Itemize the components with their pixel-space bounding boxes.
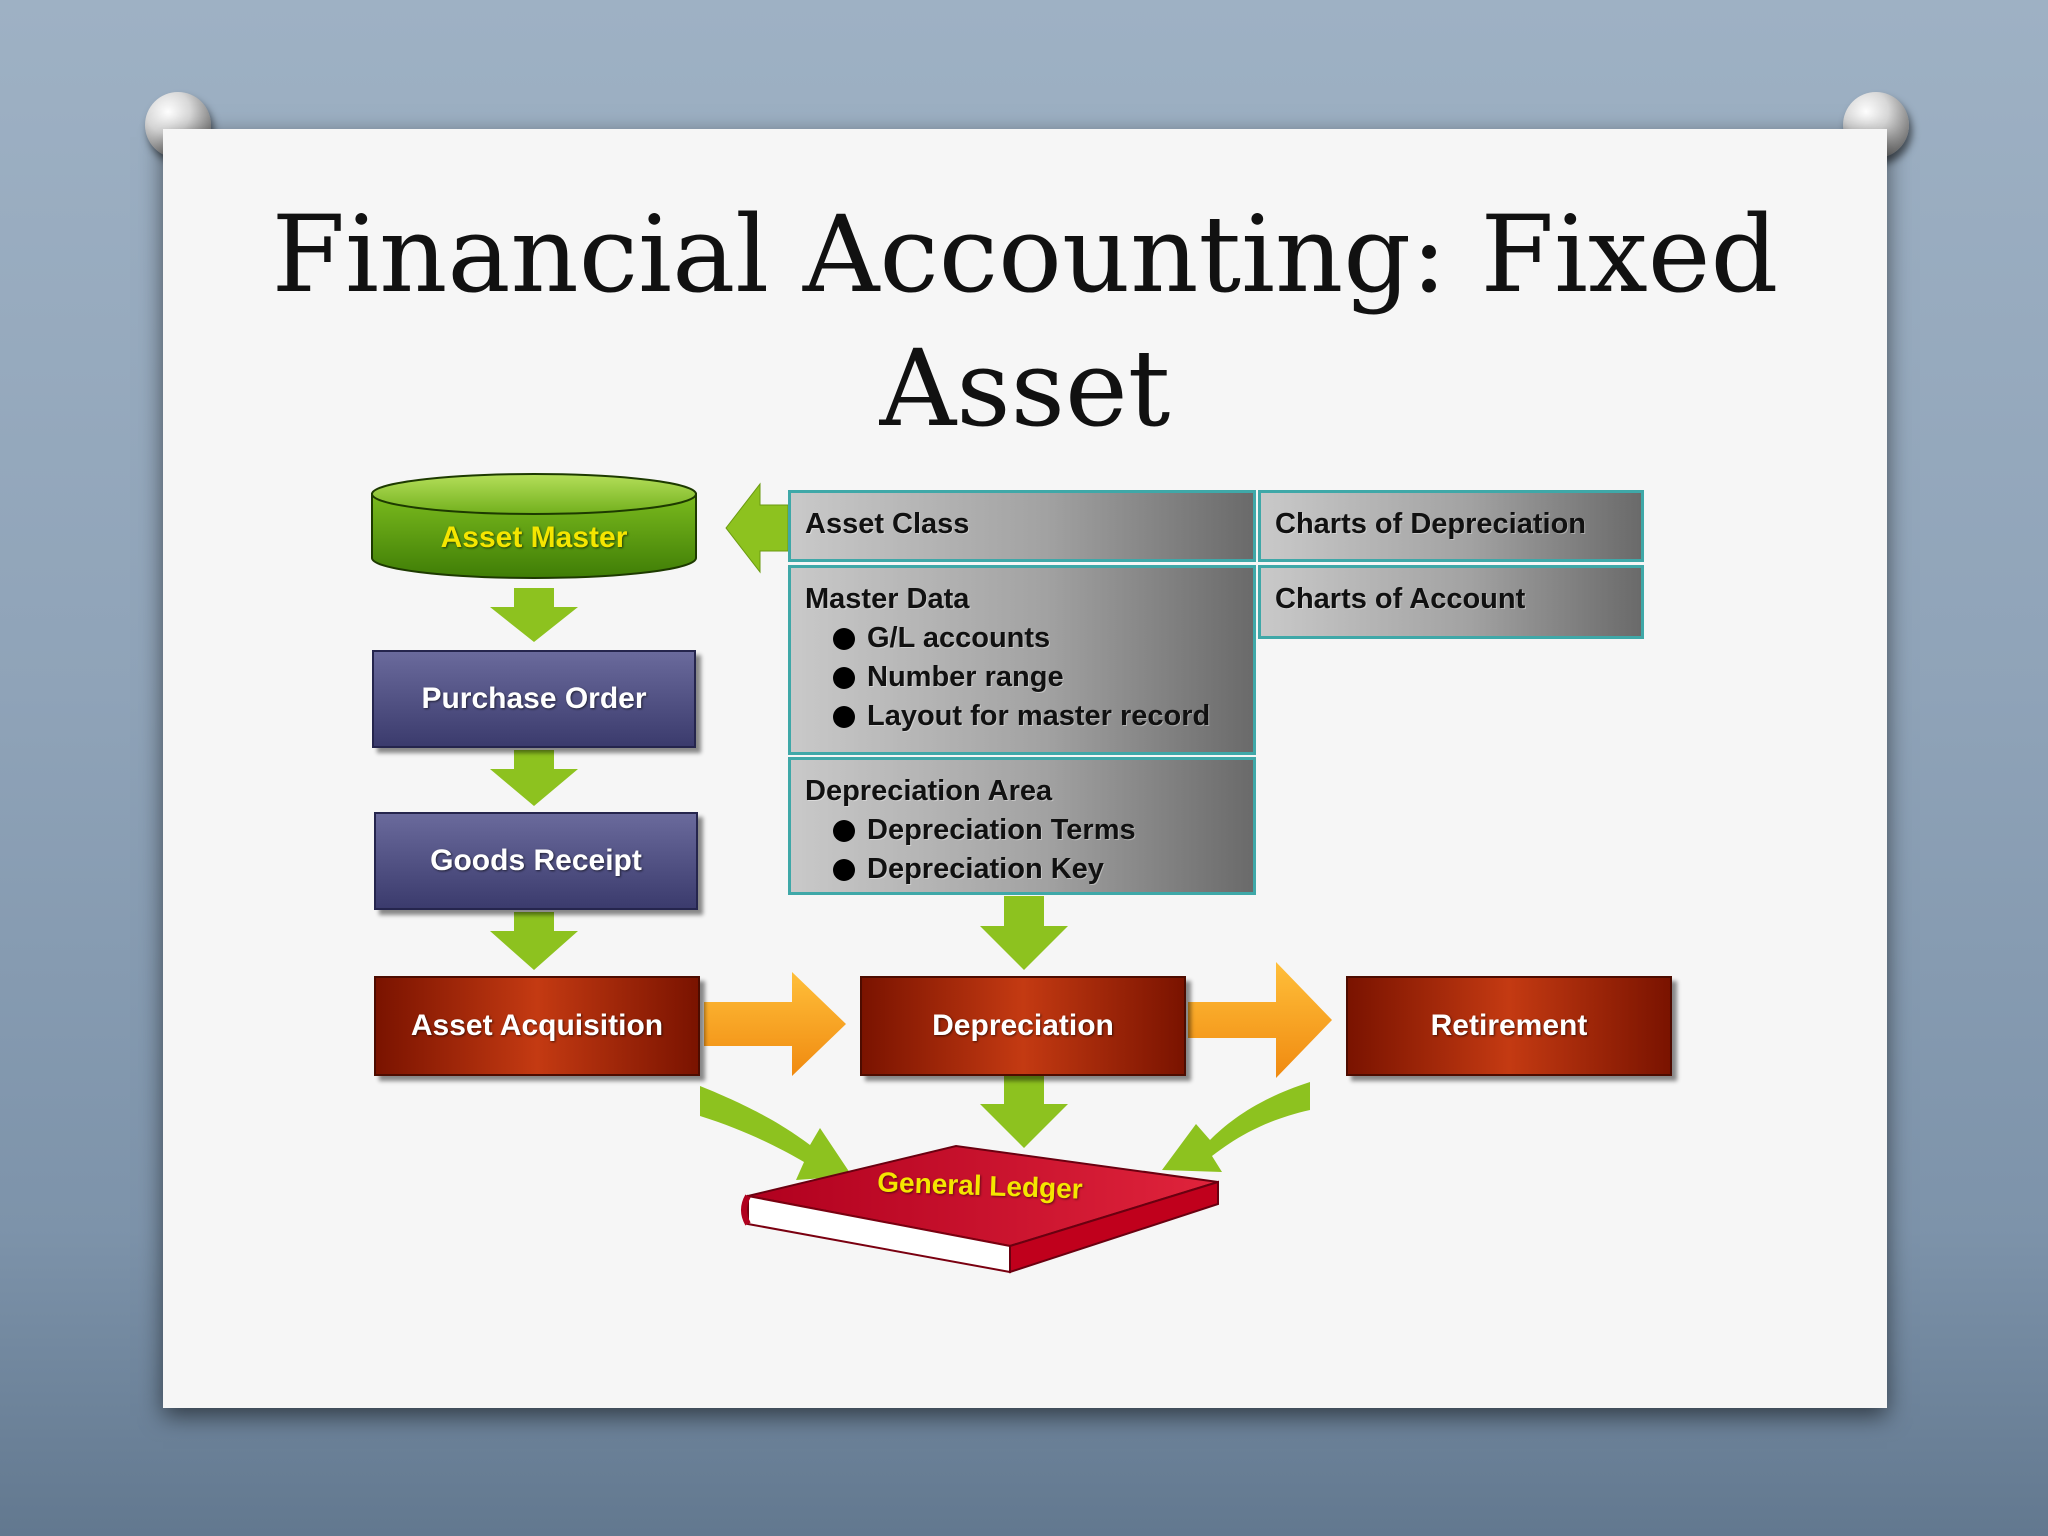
- depreciation-area-heading: Depreciation Area: [805, 775, 1053, 807]
- slide-title-line-1: Financial Accounting: Fixed: [271, 193, 1779, 316]
- depreciation-area-box: Depreciation Area Depreciation Terms Dep…: [788, 757, 1256, 895]
- asset-master-cylinder: [371, 473, 697, 579]
- charts-of-account-label: Charts of Account: [1275, 583, 1526, 615]
- asset-master-node: Asset Master: [372, 505, 696, 571]
- arrow-curved-from-retirement: [1162, 1082, 1310, 1172]
- arrow-curved-from-acquisition: [700, 1086, 852, 1180]
- charts-of-depreciation-label: Charts of Depreciation: [1275, 508, 1586, 540]
- asset-class-label: Asset Class: [805, 508, 970, 540]
- master-data-box: Master Data G/L accounts Number range La…: [788, 565, 1256, 755]
- bullet-icon: [833, 706, 855, 728]
- master-data-item: G/L accounts: [805, 619, 1239, 658]
- retirement-node: Retirement: [1346, 976, 1672, 1076]
- arrow-right-depreciation-to-retirement: [1188, 962, 1332, 1078]
- depreciation-label: Depreciation: [932, 1009, 1114, 1042]
- bullet-icon: [833, 859, 855, 881]
- arrow-down-3: [490, 912, 578, 970]
- asset-acquisition-label: Asset Acquisition: [410, 1009, 664, 1042]
- master-data-item: Layout for master record: [805, 697, 1239, 736]
- bullet-icon: [833, 820, 855, 842]
- arrow-down-to-general-ledger: [980, 1076, 1068, 1148]
- asset-acquisition-node: Asset Acquisition: [374, 976, 700, 1076]
- master-data-item: Number range: [805, 658, 1239, 697]
- arrow-down-1: [490, 588, 578, 642]
- bullet-icon: [833, 667, 855, 689]
- charts-of-depreciation-box: Charts of Depreciation: [1258, 490, 1644, 562]
- master-data-heading: Master Data: [805, 583, 970, 615]
- depreciation-area-item: Depreciation Key: [805, 850, 1239, 889]
- arrow-down-to-depreciation: [980, 896, 1068, 970]
- goods-receipt-label: Goods Receipt: [430, 844, 642, 877]
- goods-receipt-node: Goods Receipt: [374, 812, 698, 910]
- charts-of-account-box: Charts of Account: [1258, 565, 1644, 639]
- asset-master-label: Asset Master: [440, 521, 628, 554]
- slide-title: Financial Accounting: Fixed Asset: [163, 188, 1887, 456]
- retirement-label: Retirement: [1430, 1009, 1588, 1042]
- asset-class-box: Asset Class: [788, 490, 1256, 562]
- purchase-order-label: Purchase Order: [421, 682, 647, 715]
- depreciation-node: Depreciation: [860, 976, 1186, 1076]
- general-ledger-book: [741, 1144, 1219, 1274]
- purchase-order-node: Purchase Order: [372, 650, 696, 748]
- arrow-right-acquisition-to-depreciation: [704, 972, 846, 1076]
- depreciation-area-item: Depreciation Terms: [805, 811, 1239, 850]
- slide-title-line-2: Asset: [879, 327, 1171, 450]
- arrow-left-to-asset-master: [725, 482, 789, 574]
- arrow-down-2: [490, 750, 578, 806]
- bullet-icon: [833, 628, 855, 650]
